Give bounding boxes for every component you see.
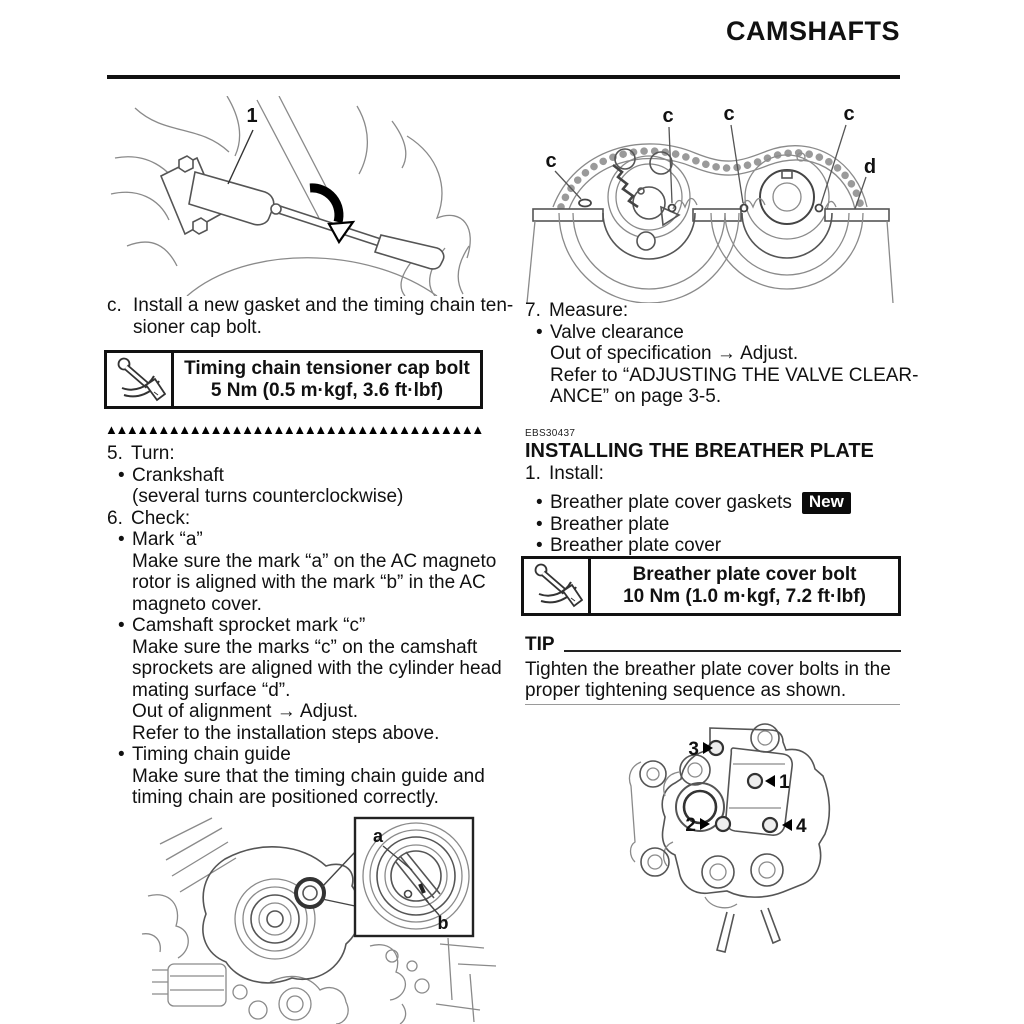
header-rule — [107, 75, 900, 79]
torque-wrench-icon — [534, 563, 583, 608]
step-1-install: 1. Install: • Breather plate cover gaske… — [525, 463, 905, 557]
arrow-right-icon — [703, 742, 713, 754]
callout-c: c — [843, 103, 854, 125]
bolt-number-3: 3 — [688, 739, 699, 760]
bolt-4 — [761, 816, 779, 834]
screwdriver-handle — [373, 234, 445, 270]
figure-breather-plate-sequence: 3 1 2 4 — [628, 723, 831, 953]
callout-1: 1 — [246, 105, 257, 127]
tip-label: TIP — [525, 634, 555, 655]
step-c-line1: Install a new gasket and the timing chai… — [133, 295, 514, 316]
code-label: EBS30437 — [525, 428, 576, 439]
breather-cover-outline — [661, 727, 831, 898]
list-item: • Breather plate cover — [536, 535, 722, 556]
step-c: c. Install a new gasket and the timing c… — [107, 295, 513, 338]
list-item: • Camshaft sprocket mark “c” — [118, 615, 366, 636]
arrow-left-icon — [782, 819, 792, 831]
list-item: • Valve clearance — [536, 321, 684, 343]
torque-wrench-icon — [117, 357, 166, 401]
list-item: • Timing chain guide — [118, 744, 291, 765]
figure-camshaft-sprockets: c c c c d — [526, 103, 894, 303]
section-divider-triangles: ▲▲▲▲▲▲▲▲▲▲▲▲▲▲▲▲▲▲▲▲▲▲▲▲▲▲▲▲▲▲▲▲▲▲▲▲ — [105, 422, 484, 437]
bolt-number-2: 2 — [685, 815, 696, 836]
step-5: 5. Turn: — [107, 443, 175, 464]
list-item: • Crankshaft — [118, 464, 224, 486]
spec2-value: 10 Nm (1.0 m·kgf, 7.2 ft·lbf) — [623, 586, 866, 607]
arrow-right-icon — [700, 818, 710, 830]
callout-c: c — [545, 150, 556, 172]
step-5-note: (several turns counterclockwise) — [132, 486, 404, 507]
bolt-1 — [746, 772, 764, 790]
inspection-hole — [294, 877, 326, 909]
mark-a-dot — [403, 889, 413, 899]
section-title: INSTALLING THE BREATHER PLATE — [525, 440, 874, 462]
timing-chain — [557, 147, 865, 211]
breather-plate — [725, 747, 793, 836]
step-c-line2: sioner cap bolt. — [133, 316, 262, 338]
step-6: 6. Check: — [107, 507, 191, 529]
callout-c: c — [662, 105, 673, 127]
torque-spec-box-2: Breather plate cover bolt 10 Nm (1.0 m·k… — [521, 556, 901, 616]
torque-spec-box-1: Timing chain tensioner cap bolt 5 Nm (0.… — [104, 350, 483, 409]
spec1-title: Timing chain tensioner cap bolt — [184, 357, 470, 379]
spec2-title: Breather plate cover bolt — [632, 564, 857, 585]
callout-b: b — [438, 913, 449, 933]
callout-d: d — [864, 156, 876, 178]
list-item: • Mark “a” — [118, 529, 203, 550]
bolt-number-1: 1 — [779, 772, 790, 793]
callout-a: a — [373, 826, 384, 846]
step-c-label: c. — [107, 295, 122, 316]
tip-block: TIP Tighten the breather plate cover bol… — [525, 634, 901, 702]
step-7: 7. Measure: • Valve clearance Out of spe… — [525, 300, 919, 407]
tensioner-spring — [612, 163, 639, 209]
steps-5-6: 5. Turn: • Crankshaft (several turns cou… — [107, 443, 502, 808]
tip-rule — [563, 649, 901, 652]
figure-divider-rule — [525, 704, 900, 705]
bolt-number-4: 4 — [796, 816, 807, 837]
new-badge: New — [801, 491, 851, 514]
callout-c: c — [723, 103, 734, 125]
tensioner-body — [188, 170, 275, 226]
page-title: CAMSHAFTS — [726, 16, 900, 46]
bolt-2 — [714, 815, 732, 833]
rotation-arrow — [309, 183, 344, 224]
arrow-left-icon — [765, 775, 775, 787]
figure-tensioner-install: 1 — [110, 96, 471, 296]
spec1-value: 5 Nm (0.5 m·kgf, 3.6 ft·lbf) — [210, 379, 444, 401]
list-item: • Breather plate — [536, 513, 670, 535]
mark-b-notch — [418, 883, 426, 894]
figure-magneto-marks: a b — [141, 816, 497, 1024]
